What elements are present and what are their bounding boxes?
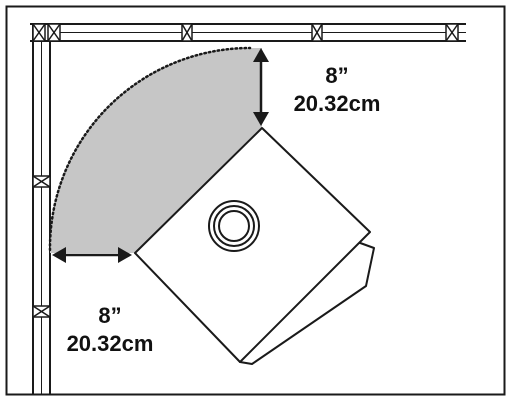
top-wall	[30, 23, 466, 42]
stud-marker	[311, 23, 323, 42]
stud-marker	[181, 23, 193, 42]
left-dimension-inches: 8”	[98, 303, 122, 328]
top-dimension-label: 8” 20.32cm	[282, 62, 392, 118]
left-wall	[32, 24, 51, 395]
appliance-body	[134, 127, 371, 363]
stud-marker	[32, 175, 51, 188]
appliance	[134, 127, 375, 365]
top-dimension-cm: 20.32cm	[293, 91, 381, 116]
horizontal-dimension-arrow	[52, 247, 132, 263]
stud-marker	[32, 23, 46, 42]
left-dimension-cm: 20.32cm	[66, 331, 154, 356]
appliance-outlet-outer	[208, 200, 260, 252]
stud-marker	[47, 23, 61, 42]
wall-studs	[32, 23, 459, 318]
diagram-border	[5, 5, 506, 396]
stud-marker	[32, 305, 51, 318]
stud-marker	[445, 23, 459, 42]
left-dimension-label: 8” 20.32cm	[48, 302, 172, 358]
appliance-outlet-middle	[213, 205, 255, 247]
clearance-area	[49, 48, 263, 253]
swing-arc	[48, 46, 252, 252]
appliance-outlet-inner	[218, 210, 250, 242]
top-dimension-inches: 8”	[325, 63, 349, 88]
vertical-dimension-arrow	[253, 48, 269, 126]
